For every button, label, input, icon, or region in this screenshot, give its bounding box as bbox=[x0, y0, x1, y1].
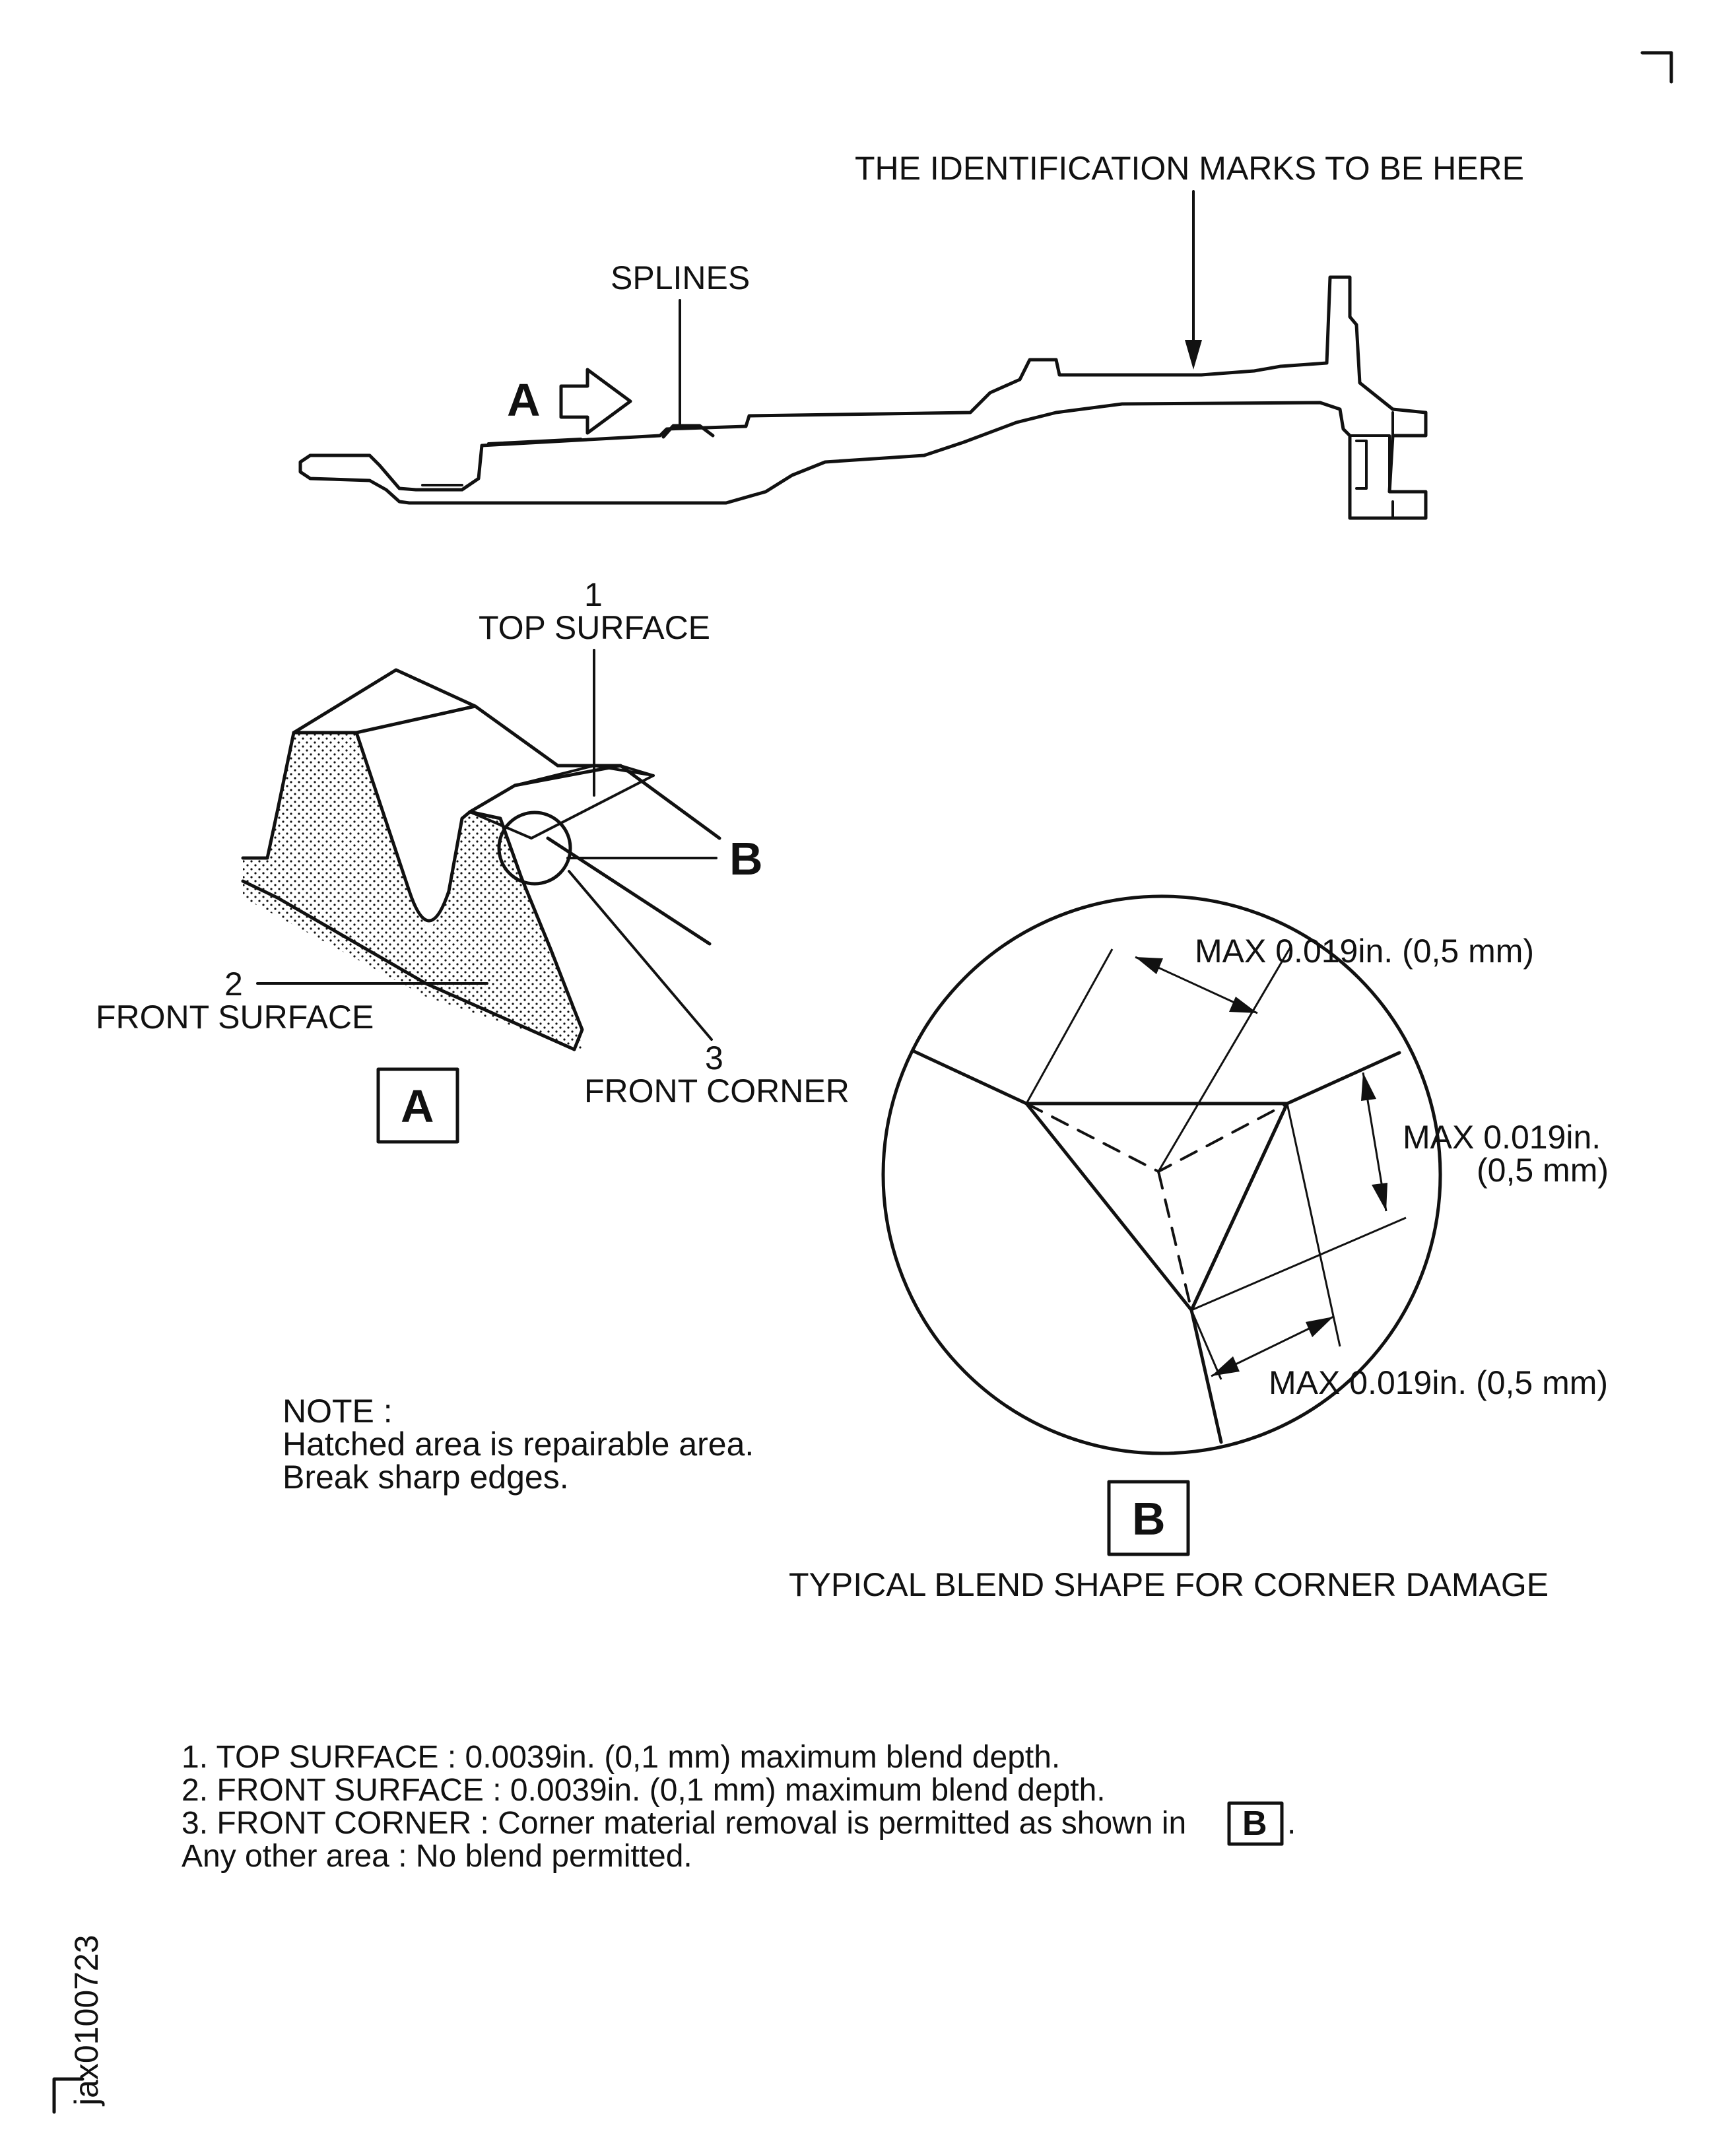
top-surface-region-2 bbox=[469, 764, 655, 840]
top-surface-label: TOP SURFACE bbox=[479, 609, 710, 646]
dim-2-label-line1: MAX 0.019in. bbox=[1403, 1119, 1601, 1156]
dim-1-label: MAX 0.019in. (0,5 mm) bbox=[1195, 933, 1534, 970]
limits-line-2: 2. FRONT SURFACE : 0.0039in. (0,1 mm) ma… bbox=[182, 1773, 1106, 1808]
note-line-2: Break sharp edges. bbox=[283, 1459, 569, 1496]
shaft-profile bbox=[298, 275, 1428, 520]
blend-detail-view-b bbox=[881, 894, 1442, 1455]
dim-2-label-line2: (0,5 mm) bbox=[1477, 1152, 1609, 1189]
identification-label: THE IDENTIFICATION MARKS TO BE HERE bbox=[855, 150, 1524, 187]
limits-line-3-suffix: . bbox=[1287, 1806, 1296, 1841]
top-surface-number: 1 bbox=[584, 576, 603, 613]
view-b-letter: B bbox=[1132, 1493, 1166, 1544]
figure-id: jax0100723 bbox=[68, 1935, 105, 2107]
front-corner-leader bbox=[568, 870, 713, 1041]
view-a-letter: A bbox=[401, 1080, 434, 1132]
front-corner-circle bbox=[497, 811, 572, 886]
limits-line-3-prefix: 3. FRONT CORNER : Corner material remova… bbox=[182, 1806, 1186, 1841]
front-corner-number: 3 bbox=[705, 1040, 723, 1076]
spline-tooth bbox=[661, 424, 715, 439]
front-surface-number: 2 bbox=[224, 966, 243, 1003]
frame-corner-mark bbox=[1640, 51, 1673, 84]
dim-3-label: MAX 0.019in. (0,5 mm) bbox=[1269, 1364, 1608, 1401]
top-surface-region-1 bbox=[292, 669, 477, 734]
note-line-1: Hatched area is repairable area. bbox=[283, 1426, 754, 1463]
front-surface-label: FRONT SURFACE bbox=[96, 999, 374, 1036]
note-title: NOTE : bbox=[283, 1393, 393, 1430]
splines-label: SPLINES bbox=[611, 259, 750, 296]
view-arrow-letter: A bbox=[507, 374, 541, 426]
front-corner-label: FRONT CORNER bbox=[584, 1073, 850, 1109]
limits-line-3-box bbox=[1227, 1801, 1284, 1846]
blend-triangle-hatched bbox=[1024, 1102, 1289, 1312]
figure-id-corner-mark bbox=[52, 2077, 84, 2114]
detail-b-circle bbox=[881, 894, 1442, 1455]
detail-b-letter: B bbox=[729, 833, 763, 884]
limits-line-1: 1. TOP SURFACE : 0.0039in. (0,1 mm) maxi… bbox=[182, 1740, 1060, 1775]
identification-arrowhead bbox=[1185, 340, 1202, 370]
spline-teeth-view-a bbox=[241, 668, 721, 1051]
view-b-box bbox=[1107, 1480, 1190, 1556]
limits-line-4: Any other area : No blend permitted. bbox=[182, 1839, 692, 1874]
view-direction-arrow bbox=[559, 368, 632, 435]
view-a-box bbox=[376, 1067, 459, 1144]
view-b-caption: TYPICAL BLEND SHAPE FOR CORNER DAMAGE bbox=[789, 1566, 1549, 1603]
limits-line-3-box-letter: B bbox=[1242, 1804, 1267, 1843]
front-surface-region bbox=[243, 733, 582, 1049]
